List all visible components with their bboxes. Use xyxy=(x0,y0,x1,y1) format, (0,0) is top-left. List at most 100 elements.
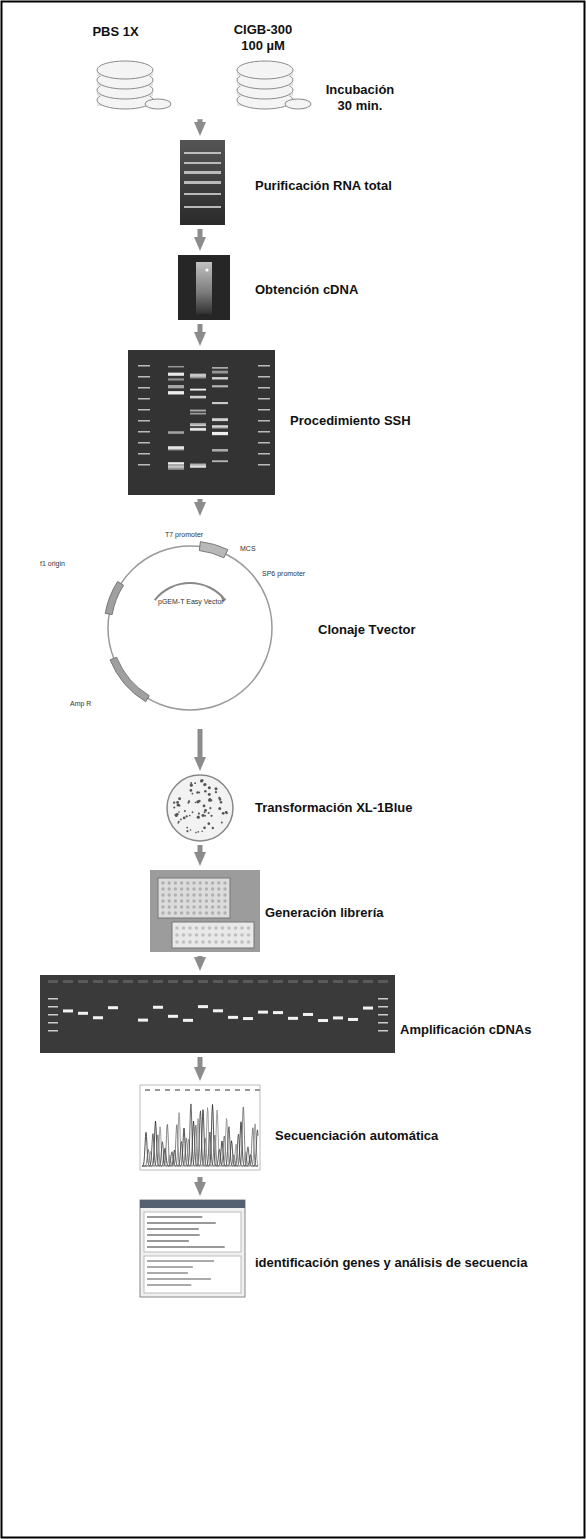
colony xyxy=(197,816,200,819)
gel xyxy=(180,140,225,225)
flow-arrow xyxy=(198,119,203,126)
gel-band xyxy=(184,181,221,184)
gel-band xyxy=(318,1019,328,1022)
gel-band xyxy=(168,366,184,368)
step-label: Purificación RNA total xyxy=(255,178,392,194)
plate-96 xyxy=(158,878,230,918)
petri-dish-stack xyxy=(237,61,311,109)
colony xyxy=(198,813,200,815)
trace xyxy=(142,1104,258,1166)
gel-well xyxy=(123,980,133,983)
flow-arrow xyxy=(198,729,203,761)
colony xyxy=(184,810,186,812)
f1-origin-arc xyxy=(105,582,123,615)
gel-band xyxy=(78,1012,88,1015)
gel-band xyxy=(168,373,184,376)
gel-band xyxy=(184,171,221,174)
ladder-band xyxy=(378,998,388,1000)
step-label: Obtención cDNA xyxy=(255,282,358,298)
plate-well xyxy=(234,926,238,930)
colony xyxy=(176,801,179,804)
gel-band xyxy=(212,432,228,434)
plate-well xyxy=(227,933,231,937)
plate-well xyxy=(188,926,192,930)
plate-well xyxy=(199,887,202,890)
colony xyxy=(192,811,194,813)
plate-well xyxy=(201,940,205,944)
plate-well xyxy=(192,911,195,914)
rna-gel xyxy=(180,140,225,225)
text-line xyxy=(147,1246,225,1248)
gel-band xyxy=(168,391,184,393)
plate-96 xyxy=(172,922,254,948)
map-label: T7 promoter xyxy=(165,531,203,539)
plate-well xyxy=(186,893,189,896)
colony xyxy=(189,815,191,817)
plate-well xyxy=(174,905,177,908)
plasmid-map xyxy=(105,542,272,710)
plate-well xyxy=(214,926,218,930)
colony xyxy=(179,805,181,807)
base-call xyxy=(225,1089,230,1091)
step-label: Clonaje Tvector xyxy=(318,622,416,638)
gel-band xyxy=(212,449,228,452)
plate-well xyxy=(180,887,183,890)
colony xyxy=(197,831,199,833)
window xyxy=(140,1200,245,1297)
ladder-band xyxy=(138,442,150,444)
dish-lid xyxy=(145,99,171,109)
gel-band xyxy=(168,385,184,388)
plate-well xyxy=(161,911,164,914)
plate-well xyxy=(247,926,251,930)
dish xyxy=(97,61,153,79)
text-line xyxy=(147,1216,202,1218)
gel-band xyxy=(333,1016,343,1019)
plate-well xyxy=(188,940,192,944)
plate-well xyxy=(161,881,164,884)
gel-well xyxy=(333,980,343,983)
gel-well xyxy=(363,980,373,983)
colony xyxy=(195,802,197,804)
ladder-band xyxy=(138,365,150,367)
colony xyxy=(208,799,210,801)
base-call xyxy=(245,1089,250,1091)
colony xyxy=(212,827,214,829)
plate-well xyxy=(174,881,177,884)
ladder-band xyxy=(258,365,270,367)
gel-well xyxy=(78,980,88,983)
library-photo xyxy=(150,870,260,952)
plate-well xyxy=(182,926,186,930)
plate-well xyxy=(186,911,189,914)
step-label: Generación librería xyxy=(265,905,384,921)
colony xyxy=(203,784,206,787)
plate-well xyxy=(186,905,189,908)
ladder-band xyxy=(48,1006,58,1008)
plate xyxy=(167,775,233,841)
ladder-band xyxy=(138,398,150,400)
colony xyxy=(190,829,192,831)
trace-panel xyxy=(140,1085,260,1170)
gel-band xyxy=(190,466,206,468)
gel-well xyxy=(228,980,238,983)
colony xyxy=(204,815,206,817)
gel-band xyxy=(184,206,221,208)
plate-well xyxy=(214,940,218,944)
colony xyxy=(221,822,223,824)
ladder-band xyxy=(138,464,150,466)
plate-well xyxy=(205,905,208,908)
ladder-band xyxy=(138,376,150,378)
text-line xyxy=(147,1260,214,1262)
text-line xyxy=(147,1240,189,1242)
plate-well xyxy=(192,905,195,908)
ladder-band xyxy=(378,1030,388,1032)
step-label: Secuenciación automática xyxy=(275,1128,438,1144)
plate-well xyxy=(201,926,205,930)
process-step: Purificación RNA total xyxy=(178,140,396,225)
ladder-band xyxy=(138,409,150,411)
gel-well xyxy=(168,980,178,983)
gel-band xyxy=(168,378,184,380)
plate-well xyxy=(211,899,214,902)
plate-well xyxy=(195,933,199,937)
colony xyxy=(210,815,212,817)
